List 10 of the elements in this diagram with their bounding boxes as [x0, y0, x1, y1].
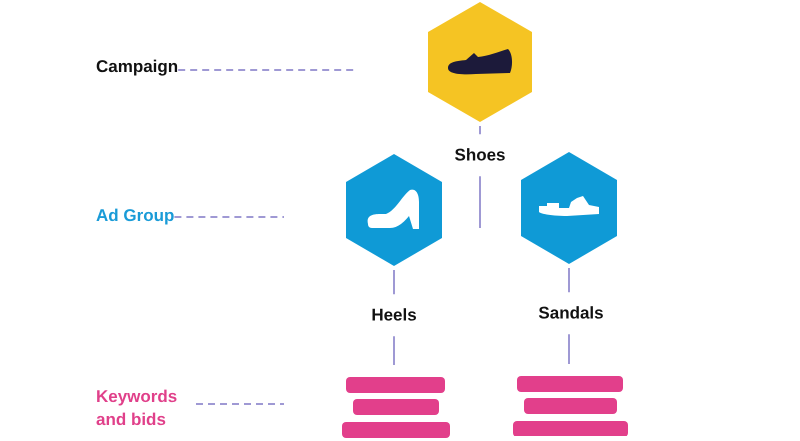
dashed-leader-line	[174, 216, 284, 218]
edge-label: Shoes	[454, 144, 506, 166]
level-label: Campaign	[96, 55, 178, 78]
level-label: Keywords and bids	[96, 385, 196, 431]
stacked-bars-icon	[513, 376, 628, 436]
dashed-leader-line	[196, 403, 284, 405]
edge-label: Sandals	[538, 302, 604, 324]
stacked-bars-icon	[342, 377, 450, 438]
level-label: Ad Group	[96, 204, 174, 227]
edge-label: Heels	[371, 304, 417, 326]
